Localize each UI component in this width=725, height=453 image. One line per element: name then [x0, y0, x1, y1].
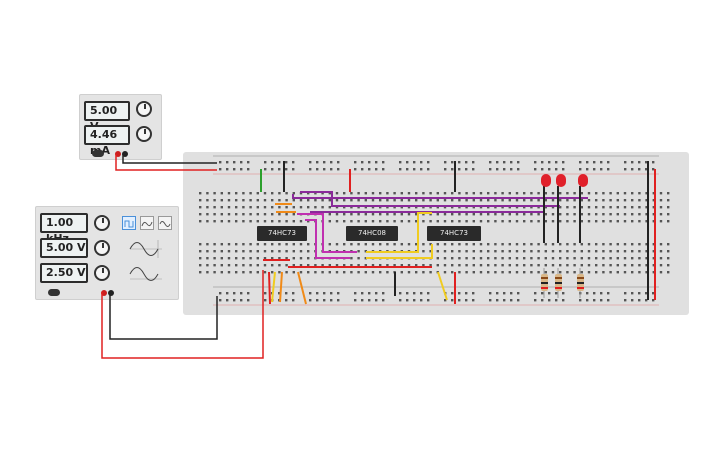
negative-terminal[interactable] — [122, 151, 128, 157]
magenta-wire-2[interactable] — [305, 219, 350, 259]
frequency-knob-icon[interactable] — [94, 215, 110, 231]
dc-power-supply[interactable]: 5.00 V 4.46 mA — [79, 94, 162, 160]
resistor-2[interactable] — [555, 268, 562, 298]
ic-74hc73-left[interactable]: 74HC73 — [257, 226, 307, 241]
amplitude-wave-icon — [129, 240, 162, 258]
led-3[interactable] — [578, 174, 588, 243]
yellow-wire-1[interactable] — [366, 212, 432, 253]
amplitude-display: 5.00 V — [40, 238, 88, 258]
orange-wire-3[interactable] — [297, 271, 307, 305]
yellow-wire-3[interactable] — [437, 271, 448, 301]
led-1[interactable] — [541, 174, 551, 243]
dc-offset-wave-icon — [129, 267, 162, 281]
orange-wire-4[interactable] — [279, 271, 283, 303]
purple-wire-2[interactable] — [300, 191, 560, 207]
voltage-knob-icon[interactable] — [136, 101, 152, 117]
red-wire-lower-3[interactable] — [268, 271, 271, 305]
generator-power-switch[interactable] — [48, 289, 60, 296]
triangle-wave-icon — [141, 221, 153, 227]
yellow-wire-4[interactable] — [271, 271, 276, 303]
purple-wire-1[interactable] — [292, 194, 588, 199]
supply-negative-wire[interactable] — [122, 154, 217, 164]
sine-wave-icon — [159, 221, 171, 227]
function-generator[interactable]: 1.00 kHz 5.00 V 2.50 V — [35, 206, 179, 300]
dc-offset-display: 2.50 V — [40, 263, 88, 283]
ic-74hc73-right[interactable]: 74HC73 — [427, 226, 481, 241]
amplitude-knob-icon[interactable] — [94, 240, 110, 256]
positive-terminal[interactable] — [115, 151, 121, 157]
generator-positive-wire[interactable] — [101, 270, 264, 359]
sine-wave-button[interactable] — [158, 216, 172, 230]
current-knob-icon[interactable] — [136, 126, 152, 142]
resistor-1[interactable] — [541, 268, 548, 298]
dc-offset-knob-icon[interactable] — [94, 265, 110, 281]
square-wave-icon — [124, 220, 134, 228]
led-2[interactable] — [556, 174, 566, 243]
power-switch[interactable] — [92, 150, 104, 157]
supply-positive-wire[interactable] — [115, 154, 217, 171]
resistor-3[interactable] — [577, 268, 584, 298]
square-wave-button[interactable] — [122, 216, 136, 230]
magenta-wire-1[interactable] — [297, 213, 357, 253]
generator-positive-terminal[interactable] — [101, 290, 107, 296]
generator-negative-wire[interactable] — [109, 292, 218, 340]
generator-negative-terminal[interactable] — [108, 290, 114, 296]
triangle-wave-button[interactable] — [140, 216, 154, 230]
yellow-wire-2[interactable] — [366, 244, 433, 259]
ic-74hc08[interactable]: 74HC08 — [346, 226, 398, 241]
